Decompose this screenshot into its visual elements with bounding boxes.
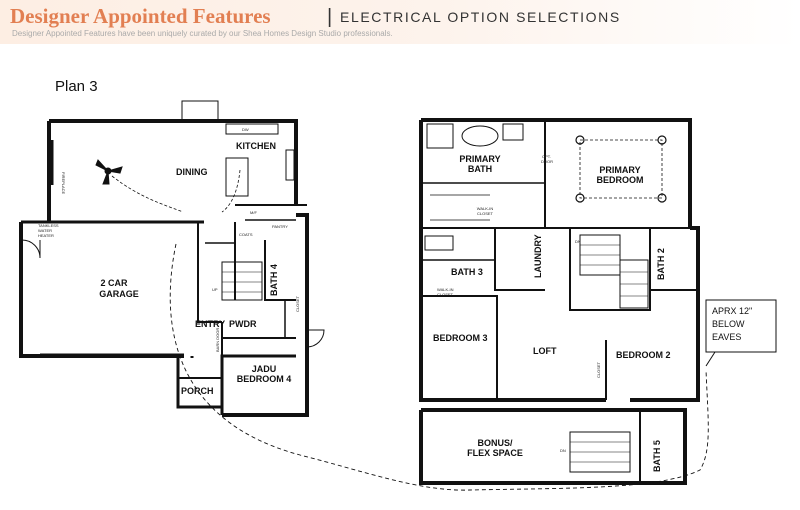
pantry-label: PANTRY xyxy=(272,224,288,229)
porch-label: PORCH xyxy=(181,386,214,396)
callout-line1: APRX 12" xyxy=(712,306,752,316)
bath2-label: BATH 2 xyxy=(656,248,666,280)
dining-label: DINING xyxy=(176,167,208,177)
primary-bath-label-line2: BATH xyxy=(468,164,492,174)
walkin-closet2-label-line2: CLOSET xyxy=(437,292,454,297)
stair-dn2-label: DN xyxy=(560,448,566,453)
bonus-label-line2: FLEX SPACE xyxy=(467,448,523,458)
opt-door-label-line1: OPT. xyxy=(542,154,551,159)
mf-label: M/F xyxy=(250,210,257,215)
callout-line2: BELOW xyxy=(712,319,745,329)
bath3-label: BATH 3 xyxy=(451,267,483,277)
first-floor-plan xyxy=(19,100,325,417)
bath4-label: BATH 4 xyxy=(269,264,279,296)
header-banner: Designer Appointed Features | ELECTRICAL… xyxy=(0,0,800,44)
pwdr-label: PWDR xyxy=(229,319,257,329)
garage-label-line2: GARAGE xyxy=(99,289,139,299)
up-label: UP xyxy=(212,287,218,292)
jadu-label-line2: BEDROOM 4 xyxy=(237,374,292,384)
fireplace-label: FIREPLACE xyxy=(61,172,66,195)
header-tagline: Designer Appointed Features have been un… xyxy=(12,29,393,38)
jadu-label-line1: JADU xyxy=(252,364,277,374)
tankless-label-line3: HEATER xyxy=(38,233,54,238)
stair-dn-label: DN xyxy=(575,239,581,244)
brand-title: Designer Appointed Features xyxy=(10,4,271,28)
ceiling-fan-icon xyxy=(95,159,123,185)
primary-bedroom-label-line1: PRIMARY xyxy=(599,165,640,175)
walkin-closet-label-line1: WALK-IN xyxy=(477,206,494,211)
tankless-label-line2: WATER xyxy=(38,228,52,233)
header-subtitle: ELECTRICAL OPTION SELECTIONS xyxy=(340,9,621,25)
primary-bedroom-label-line2: BEDROOM xyxy=(597,175,644,185)
laundry-label: LAUNDRY xyxy=(533,234,543,278)
tankless-label-line1: TANKLESS xyxy=(38,223,59,228)
header-divider: | xyxy=(327,6,333,28)
closet-label-2f: CLOSET xyxy=(596,361,601,378)
bonus-label-line1: BONUS/ xyxy=(477,438,513,448)
bedroom2-label: BEDROOM 2 xyxy=(616,350,671,360)
loft-label: LOFT xyxy=(533,346,557,356)
primary-bath-label-line1: PRIMARY xyxy=(459,154,500,164)
bath5-label: BATH 5 xyxy=(652,440,662,472)
callout-line3: EAVES xyxy=(712,332,741,342)
kitchen-label: KITCHEN xyxy=(236,141,276,151)
garage-label-line1: 2 CAR xyxy=(100,278,128,288)
coats-label: COATS xyxy=(239,232,253,237)
opt-door-label-line2: DOOR xyxy=(541,159,553,164)
bedroom3-label: BEDROOM 3 xyxy=(433,333,488,343)
walkin-closet-label-line2: CLOSET xyxy=(477,211,494,216)
barn-door-label: BARN DOOR xyxy=(215,328,220,352)
walkin-closet2-label-line1: WALK-IN xyxy=(437,287,454,292)
entry-label: ENTRY xyxy=(195,319,225,329)
recessed-light-icons xyxy=(575,135,667,203)
plan-label: Plan 3 xyxy=(55,78,98,95)
closet-label: CLOSET xyxy=(295,295,300,312)
dw-label: DW xyxy=(242,127,249,132)
second-floor-plan xyxy=(169,118,777,491)
